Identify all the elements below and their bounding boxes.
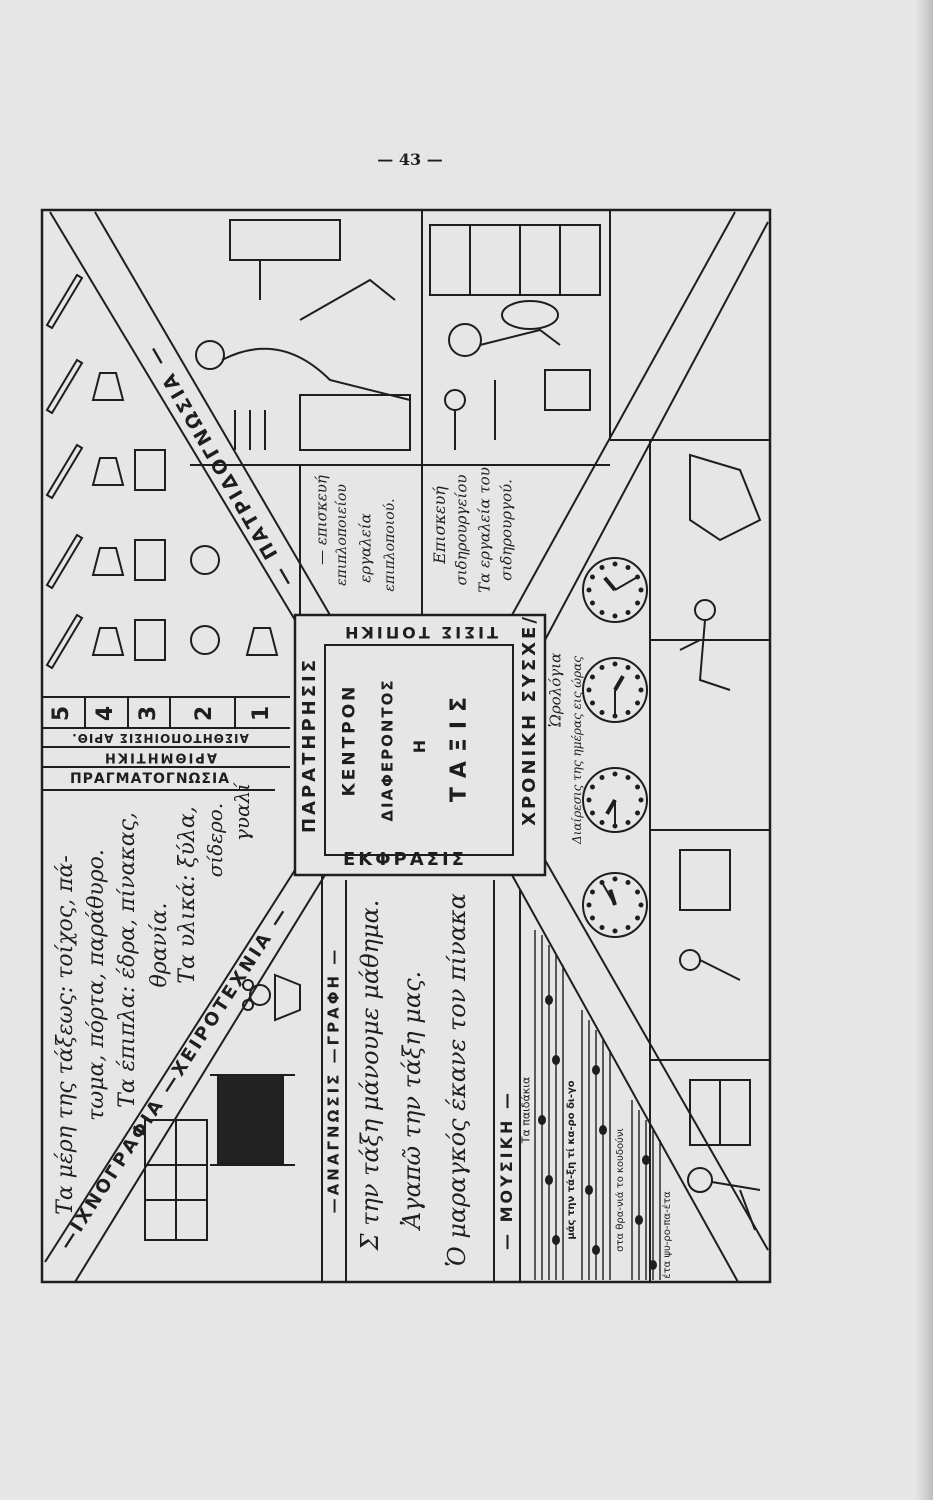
reading-sentence: Ὁ μαραγκός έκανε τον πίνακα xyxy=(443,893,471,1267)
blacksmith-caption: Επισκευή xyxy=(430,486,449,564)
counting-object-ink xyxy=(91,547,125,576)
music-note xyxy=(552,1235,560,1245)
music-note xyxy=(642,1155,650,1165)
right-scene-sketches xyxy=(679,453,762,1231)
object-lesson-line: θρανία. xyxy=(147,902,172,988)
object-lesson-line: τωμα, πόρτα, παράθυρο. xyxy=(84,849,109,1121)
counting-object-flower xyxy=(190,545,220,575)
music-note xyxy=(599,1125,607,1135)
counting-object-book xyxy=(134,539,166,581)
music-subtitle: Τα παιδάκια xyxy=(519,1076,533,1144)
strip-pragmatognosia: ΠΡΑΓΜΑΤΟΓΝΩΣΙΑ xyxy=(69,771,231,787)
page-number: — 43 — xyxy=(377,150,443,169)
music-staves xyxy=(534,930,661,1280)
center-right-label: ΧΡΟΝΙΚΗ ΣΥΣΧΕ/ xyxy=(519,614,540,826)
top-panel-dividers xyxy=(190,210,770,615)
page-edge-shadow xyxy=(915,0,933,1500)
counting-object-ink xyxy=(91,457,125,486)
center-line-taxis: ΤΑΞΙΣ xyxy=(447,687,472,803)
music-note xyxy=(592,1245,600,1255)
music-note xyxy=(545,1175,553,1185)
clock-face xyxy=(582,872,648,938)
counting-object-pencil xyxy=(45,613,84,670)
object-lesson-line: γυαλί xyxy=(230,782,254,842)
blacksmith-caption: σιδηρουργού. xyxy=(497,479,516,581)
right-panel-dividers xyxy=(649,440,770,1282)
music-lyrics: μάς την τά-ξη τί κα-ρο δι-γο xyxy=(566,1080,577,1240)
music-note xyxy=(545,995,553,1005)
music-note xyxy=(552,1055,560,1065)
counting-object-book xyxy=(134,449,166,491)
reading-strips xyxy=(321,875,521,1282)
blacksmith-caption: σιδηρουργείου xyxy=(452,474,471,586)
carpenter-caption: επιπλοποιού. xyxy=(382,498,398,592)
center-box-inner xyxy=(324,644,514,856)
subject-strips xyxy=(42,696,290,791)
counting-objects xyxy=(45,273,279,670)
center-top-label: ΤΙΣΙΣ ΤΟΠΙΚΗ xyxy=(342,623,498,642)
counting-object-pencil xyxy=(45,273,84,330)
center-left-label: ΠΑΡΑΤΗΡΗΣΙΣ xyxy=(299,656,320,834)
object-lesson-line: Τα υλικά: ξύλα, xyxy=(175,806,200,984)
counting-object-pencil xyxy=(45,443,84,500)
counting-object-book xyxy=(134,619,166,661)
clocks-caption: Διαίρεσις της ημέρας εις ώρας xyxy=(570,656,584,844)
clock-face xyxy=(582,767,648,833)
carpenter-caption: — επισκευή xyxy=(312,475,331,565)
music-note xyxy=(635,1215,643,1225)
carpenter-caption: εργαλεία xyxy=(356,513,375,583)
clocks xyxy=(582,557,648,938)
music-note xyxy=(592,1065,600,1075)
strip-aisthitopoiisis: ΑΙΣΘΗΤΟΠΟΙΗΣΙΣ ΑΡΙΘ. xyxy=(71,731,249,745)
object-lesson-line: σίδερο. xyxy=(203,802,227,878)
center-bottom-label: ΕΚΦΡΑΣΙΣ xyxy=(343,849,467,870)
center-line-i: Η xyxy=(410,736,429,754)
blackboard-drawing xyxy=(217,1074,284,1164)
carpenter-caption: επιπλοποιείου xyxy=(334,484,350,586)
counting-object-pencil xyxy=(45,358,84,415)
music-lyrics: στα θρα-νιά το κουδούνι xyxy=(615,1128,626,1252)
object-lesson-line: Τα έπιπλα: έδρα, πίνακας, xyxy=(115,812,140,1108)
number-4: 4 xyxy=(93,702,118,722)
clocks-title: Ὡρολόγια xyxy=(546,652,565,728)
clock-face xyxy=(582,657,648,723)
music-notes xyxy=(538,995,657,1270)
center-line-kentron: ΚΕΝΤΡΟΝ xyxy=(339,683,360,797)
number-1: 1 xyxy=(249,702,274,722)
flower-pot-drawing xyxy=(242,973,301,1022)
band-mousiki: — ΜΟΥΣΙΚΗ — xyxy=(497,1090,516,1250)
center-line-diaferontos: ΔΙΑΦΕΡΟΝΤΟΣ xyxy=(378,678,397,822)
reading-sentence: Σ την τάξη μάνουμε μάθημα. xyxy=(356,899,384,1251)
blacksmith-caption: Τα εργαλεία του xyxy=(475,467,494,593)
reading-sentence: Ἀγαπῶ την τάξη μας. xyxy=(398,970,426,1230)
music-note xyxy=(585,1185,593,1195)
carpenter-sketch xyxy=(195,219,411,451)
counting-object-ink xyxy=(245,627,279,656)
number-3: 3 xyxy=(136,702,161,722)
counting-object-ink xyxy=(91,372,125,401)
counting-object-pencil xyxy=(45,533,84,590)
number-5: 5 xyxy=(49,702,74,722)
band-anagnosis: —ΑΝΑΓΝΩΣΙΣ —ΓΡΑΦΗ — xyxy=(324,946,343,1214)
center-box-outer xyxy=(293,613,547,877)
counting-object-ink xyxy=(91,627,125,656)
clock-face xyxy=(582,557,648,623)
counting-object-flower xyxy=(190,625,220,655)
strip-arithmitiki: ΑΡΙΘΜΗΤΙΚΗ xyxy=(103,749,217,765)
number-2: 2 xyxy=(192,702,217,722)
music-lyrics: έτα ψυ-ρο-πα-έτα xyxy=(662,1191,673,1279)
cabinet-drawing xyxy=(144,1119,208,1241)
object-lesson-line: Τα μέρη της τάξεως: τοίχος, πά- xyxy=(53,855,78,1215)
music-note xyxy=(538,1115,546,1125)
blacksmith-sketch xyxy=(429,224,601,450)
